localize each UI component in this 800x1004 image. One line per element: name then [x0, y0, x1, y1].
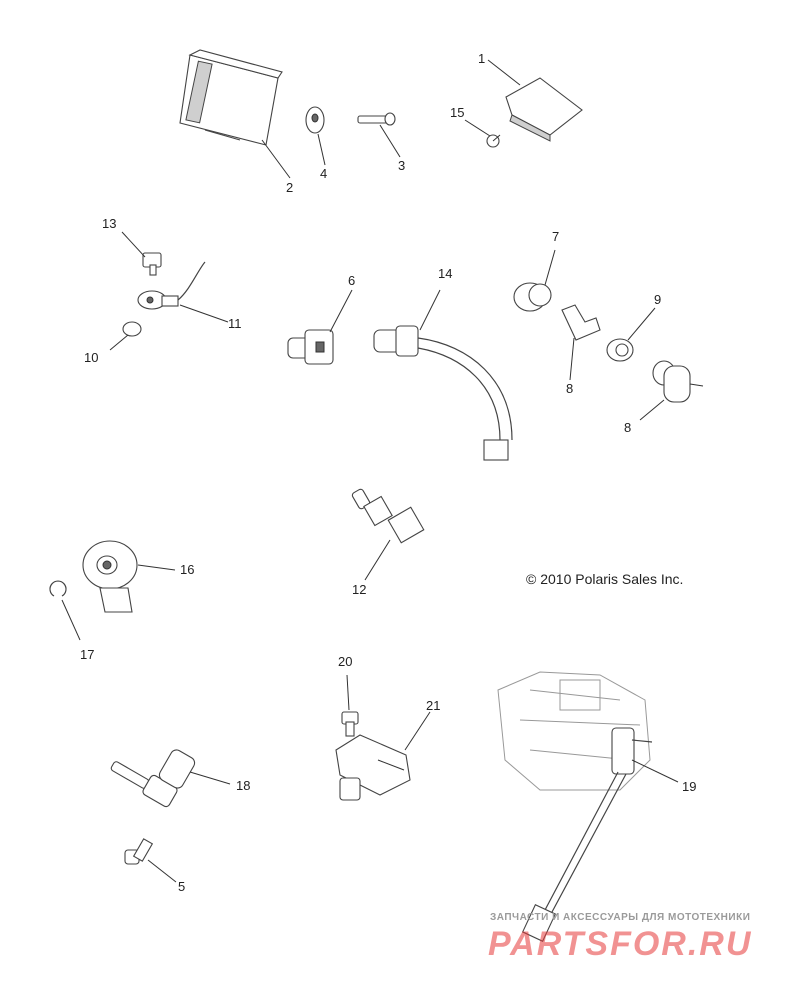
part-8-bracket — [561, 304, 601, 341]
part-2-ecu-module — [179, 49, 283, 146]
callout-2: 2 — [286, 180, 293, 195]
part-21-map-sensor — [335, 734, 411, 801]
callout-9: 9 — [654, 292, 661, 307]
part-4-clip — [305, 106, 325, 134]
callout-17: 17 — [80, 647, 94, 662]
part-19-sensor-lead — [521, 727, 653, 942]
part-16-knock-sensor — [82, 540, 138, 613]
callout-5: 5 — [178, 879, 185, 894]
callout-6: 6 — [348, 273, 355, 288]
callout-1: 1 — [478, 51, 485, 66]
callout-3: 3 — [398, 158, 405, 173]
callout-13: 13 — [102, 216, 116, 231]
callout-18: 18 — [236, 778, 250, 793]
part-11-sensor-wire — [137, 261, 206, 310]
part-18-cam-sensor — [110, 749, 196, 808]
callout-10: 10 — [84, 350, 98, 365]
callout-20: 20 — [338, 654, 352, 669]
part-15-screw — [486, 134, 501, 148]
callout-21: 21 — [426, 698, 440, 713]
callout-12: 12 — [352, 582, 366, 597]
callout-15: 15 — [450, 105, 464, 120]
part-12-temp-sensor — [351, 488, 425, 544]
part-1-cover — [505, 77, 583, 142]
part-7-cap — [513, 282, 552, 312]
watermark-tagline: ЗАПЧАСТИ И АКСЕССУАРЫ ДЛЯ МОТОТЕХНИКИ — [490, 912, 750, 923]
callout-8b: 8 — [624, 420, 631, 435]
callout-7: 7 — [552, 229, 559, 244]
callout-14: 14 — [438, 266, 452, 281]
part-5-pin — [124, 838, 154, 865]
part-8-switch — [652, 360, 704, 403]
part-17-clip — [49, 580, 67, 597]
callout-19: 19 — [682, 779, 696, 794]
callout-8a: 8 — [566, 381, 573, 396]
callout-11: 11 — [228, 316, 242, 331]
copyright-notice: © 2010 Polaris Sales Inc. — [526, 571, 683, 587]
engine-outline — [497, 671, 651, 791]
part-10-nut — [122, 321, 142, 337]
part-3-bolt — [357, 112, 396, 126]
part-6-plug — [287, 329, 334, 365]
part-13-bolt — [142, 252, 162, 276]
part-14-harness-sensor — [373, 325, 513, 461]
part-9-washer — [606, 338, 634, 362]
watermark-brand: PARTSFOR.RU — [488, 925, 752, 963]
callout-4: 4 — [320, 166, 327, 181]
callout-16: 16 — [180, 562, 194, 577]
part-20-bolt — [341, 711, 359, 737]
